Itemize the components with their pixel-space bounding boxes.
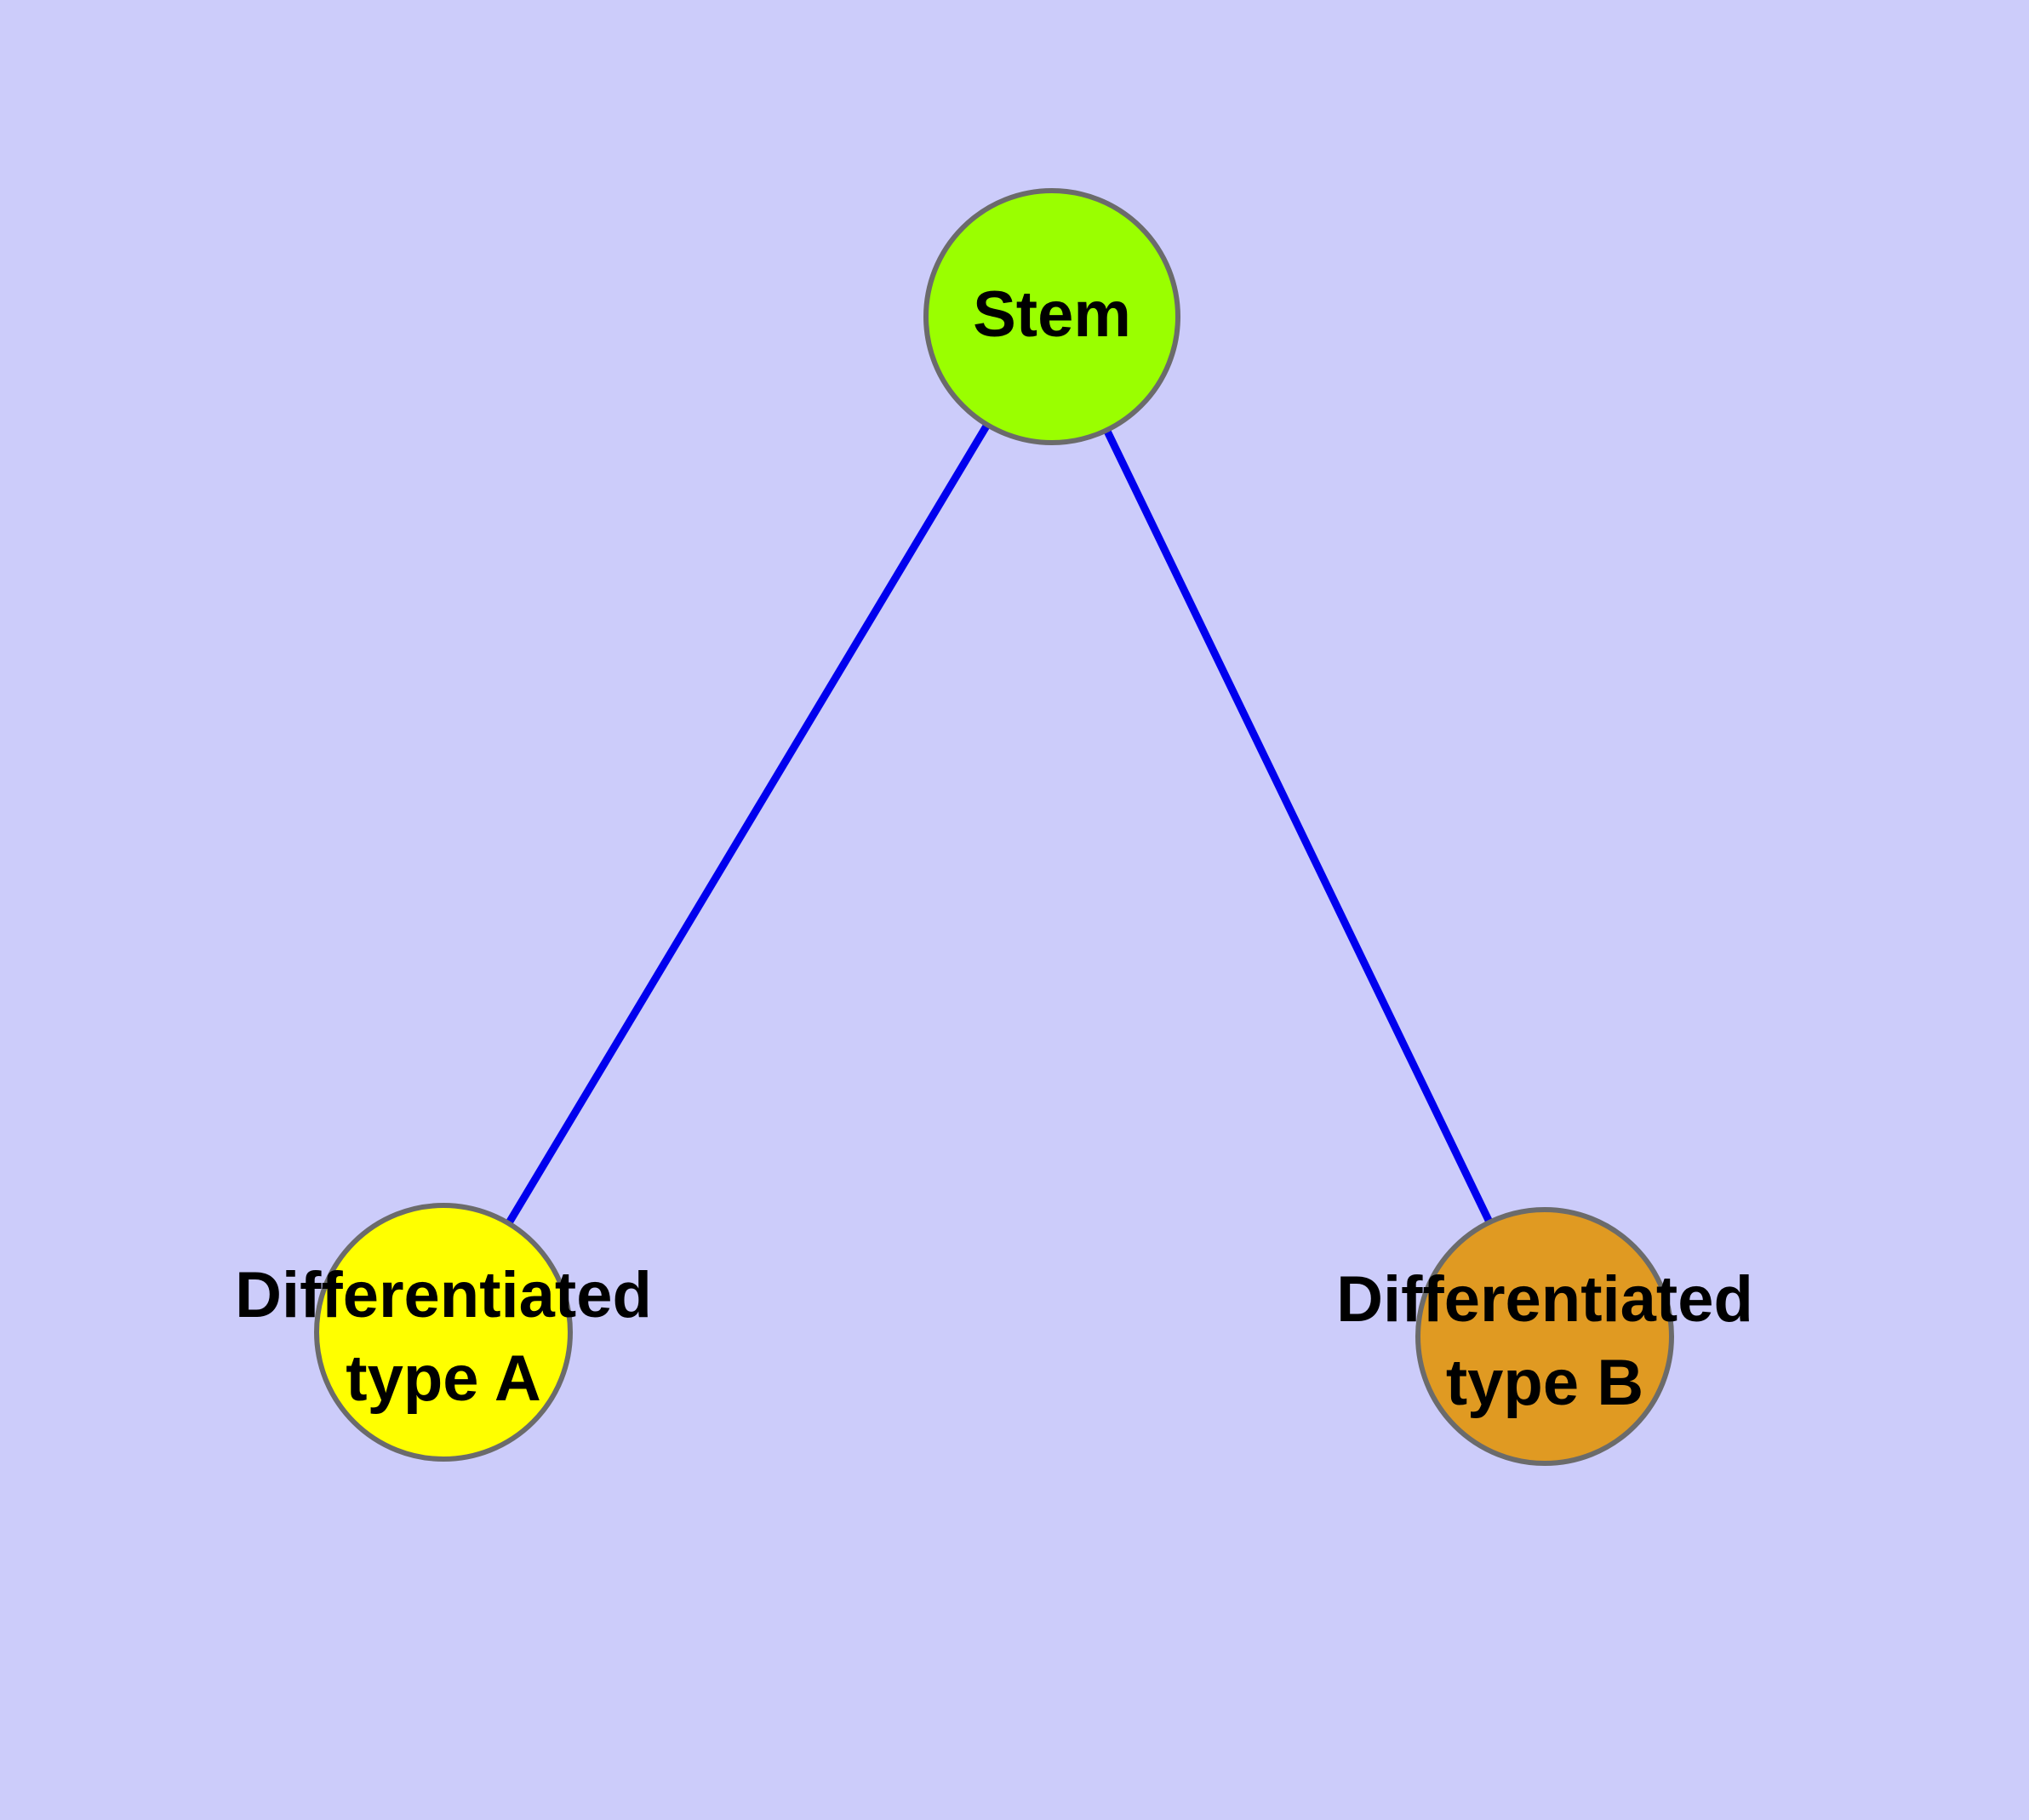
node-differentiated-type-a-label-line2: type A	[346, 1342, 540, 1415]
node-stem[interactable]: Stem	[923, 188, 1180, 445]
node-differentiated-type-a[interactable]: Differentiated type A	[235, 1203, 652, 1462]
node-differentiated-type-a-label-line1: Differentiated	[235, 1259, 652, 1331]
node-differentiated-type-b-label-line2: type B	[1446, 1347, 1643, 1419]
edge-stem-to-differentiated-type-b[interactable]	[1103, 428, 1494, 1224]
node-layer: Stem Differentiated type A Differentiate…	[235, 188, 1753, 1466]
node-differentiated-type-b-label-line1: Differentiated	[1336, 1263, 1753, 1336]
edge-layer	[505, 422, 1494, 1226]
node-stem-circle[interactable]	[923, 188, 1180, 445]
node-differentiated-type-b-circle[interactable]	[1415, 1207, 1674, 1466]
node-stem-label: Stem	[973, 278, 1131, 351]
node-differentiated-type-a-circle[interactable]	[314, 1203, 573, 1462]
node-differentiated-type-b[interactable]: Differentiated type B	[1336, 1207, 1753, 1466]
edge-stem-to-differentiated-type-a[interactable]	[505, 422, 991, 1226]
